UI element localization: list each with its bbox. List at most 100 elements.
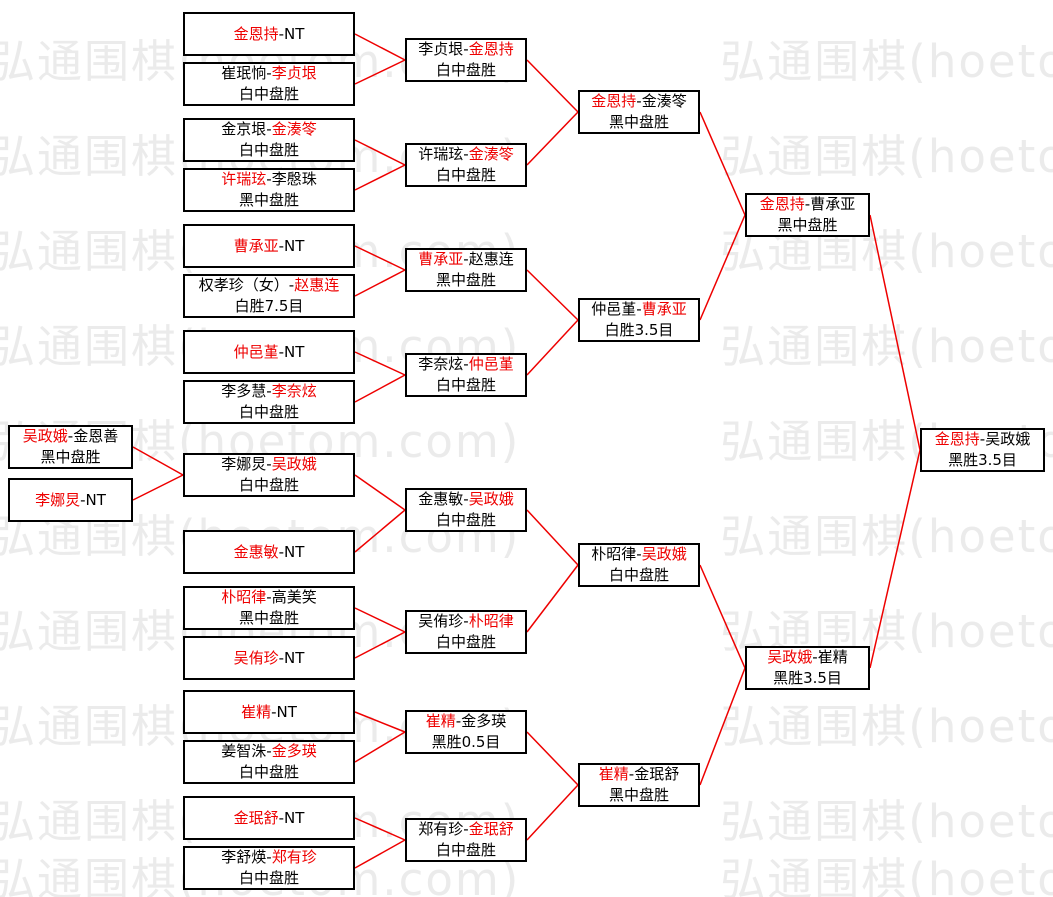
loser-name-suffix: -崔精 [812,648,848,666]
loser-name-prefix: 吴侑珍- [418,612,469,630]
loser-name-prefix: 李多慧- [221,382,272,400]
match-box-r2-1: 李贞垠-金恩持白中盘胜 [405,38,527,82]
match-box-p1: 吴政娥-金恩善黑中盘胜 [8,425,133,469]
winner-name: 金惠敏 [233,542,279,561]
loser-name-prefix: 崔珉恦- [221,64,272,82]
match-players: 崔精-金珉舒 [599,764,679,785]
winner-name: 曹承亚 [641,300,687,318]
match-players: 金珉舒-NT [234,808,305,829]
winner-name: 郑有珍 [271,848,317,866]
match-players: 崔精-金多瑛 [426,711,506,732]
match-result: 黑中盘胜 [777,216,838,234]
match-players: 吴政娥-崔精 [767,647,847,668]
loser-name-suffix: -NT [80,490,106,509]
match-box-r1-1: 金恩持-NT [183,12,355,56]
match-players: 李奈炫-仲邑堇 [418,354,513,375]
match-result: 黑中盘胜 [608,113,669,131]
match-box-r2-5: 金惠敏-吴政娥白中盘胜 [405,488,527,532]
match-box-sf-1: 金恩持-曹承亚黑中盘胜 [745,193,870,237]
match-players: 权孝珍（女）-赵惠连 [199,275,339,296]
loser-name-suffix: -NT [278,808,305,827]
winner-name: 金恩持 [759,195,805,213]
match-result: 白中盘胜 [435,511,496,529]
match-box-r1-13: 崔精-NT [183,690,355,734]
match-players: 曹承亚-NT [234,236,305,257]
match-players: 李娜炅-NT [35,490,106,511]
match-result: 黑胜3.5目 [773,669,842,687]
winner-name: 吴侑珍 [233,648,279,667]
winner-name: 曹承亚 [233,236,279,255]
match-players: 仲邑堇-NT [234,342,305,363]
match-box-r1-14: 姜智洙-金多瑛白中盘胜 [183,740,355,784]
match-box-sf-2: 吴政娥-崔精黑胜3.5目 [745,646,870,690]
winner-name: 李娜炅 [35,490,81,509]
winner-name: 吴政娥 [271,455,317,473]
winner-name: 吴政娥 [468,490,514,508]
match-box-r3-2: 仲邑堇-曹承亚白胜3.5目 [578,298,700,342]
match-box-r2-8: 郑有珍-金珉舒白中盘胜 [405,818,527,862]
loser-name-prefix: 仲邑堇- [591,300,642,318]
match-box-p2: 李娜炅-NT [8,478,133,522]
loser-name-prefix: 李舒煐- [221,848,272,866]
loser-name-prefix: 朴昭律- [591,545,642,563]
match-players: 郑有珍-金珉舒 [418,819,513,840]
match-players: 金恩持-吴政娥 [935,429,1030,450]
match-result: 白中盘胜 [435,166,496,184]
match-players: 李多慧-李奈炫 [221,381,316,402]
winner-name: 金恩持 [233,24,279,43]
match-players: 吴侑珍-NT [234,648,305,669]
winner-name: 吴政娥 [641,545,687,563]
match-result: 白中盘胜 [435,841,496,859]
loser-name-prefix: 金京垠- [221,120,272,138]
match-players: 曹承亚-赵惠连 [418,249,513,270]
match-players: 崔精-NT [241,702,297,723]
match-players: 金京垠-金湊笭 [221,119,316,140]
match-players: 金惠敏-吴政娥 [418,489,513,510]
winner-name: 金恩持 [591,92,637,110]
match-players: 李娜炅-吴政娥 [221,454,316,475]
match-result: 白中盘胜 [608,566,669,584]
winner-name: 金多瑛 [271,742,317,760]
loser-name-suffix: -NT [278,542,305,561]
match-players: 吴政娥-金恩善 [23,426,118,447]
match-players: 朴昭律-高美笑 [221,587,316,608]
match-players: 姜智洙-金多瑛 [221,741,316,762]
match-box-r2-4: 李奈炫-仲邑堇白中盘胜 [405,353,527,397]
loser-name-suffix: -NT [278,24,305,43]
loser-name-prefix: 权孝珍（女）- [198,276,295,294]
winner-name: 金珉舒 [233,808,279,827]
match-box-r1-7: 仲邑堇-NT [183,330,355,374]
winner-name: 金珉舒 [468,820,514,838]
match-result: 白中盘胜 [435,633,496,651]
winner-name: 金恩持 [934,430,980,448]
loser-name-suffix: -吴政娥 [979,430,1031,448]
match-box-r2-7: 崔精-金多瑛黑胜0.5目 [405,710,527,754]
match-box-r1-8: 李多慧-李奈炫白中盘胜 [183,380,355,424]
match-players: 李贞垠-金恩持 [418,39,513,60]
loser-name-suffix: -李慇珠 [266,170,317,188]
match-box-r1-3: 金京垠-金湊笭白中盘胜 [183,118,355,162]
loser-name-suffix: -金多瑛 [455,712,507,730]
loser-name-suffix: -NT [278,236,305,255]
match-result: 黑中盘胜 [608,786,669,804]
loser-name-suffix: -NT [278,342,305,361]
match-box-f-1: 金恩持-吴政娥黑胜3.5目 [920,428,1045,472]
winner-name: 李奈炫 [271,382,317,400]
winner-name: 吴政娥 [22,427,68,445]
loser-name-suffix: -赵惠连 [463,250,514,268]
loser-name-prefix: 许瑞玹- [418,145,469,163]
match-box-r3-4: 崔精-金珉舒黑中盘胜 [578,763,700,807]
match-box-r1-4: 许瑞玹-李慇珠黑中盘胜 [183,168,355,212]
loser-name-suffix: -金珉舒 [628,765,680,783]
winner-name: 仲邑堇 [233,342,279,361]
winner-name: 曹承亚 [418,250,464,268]
match-result: 白中盘胜 [435,61,496,79]
winner-name: 金湊笭 [271,120,317,138]
match-box-r1-10: 金惠敏-NT [183,530,355,574]
match-players: 金惠敏-NT [234,542,305,563]
winner-name: 李贞垠 [271,64,317,82]
match-players: 金恩持-金湊笭 [591,91,686,112]
match-box-r1-9: 李娜炅-吴政娥白中盘胜 [183,453,355,497]
match-result: 黑胜3.5目 [948,451,1017,469]
